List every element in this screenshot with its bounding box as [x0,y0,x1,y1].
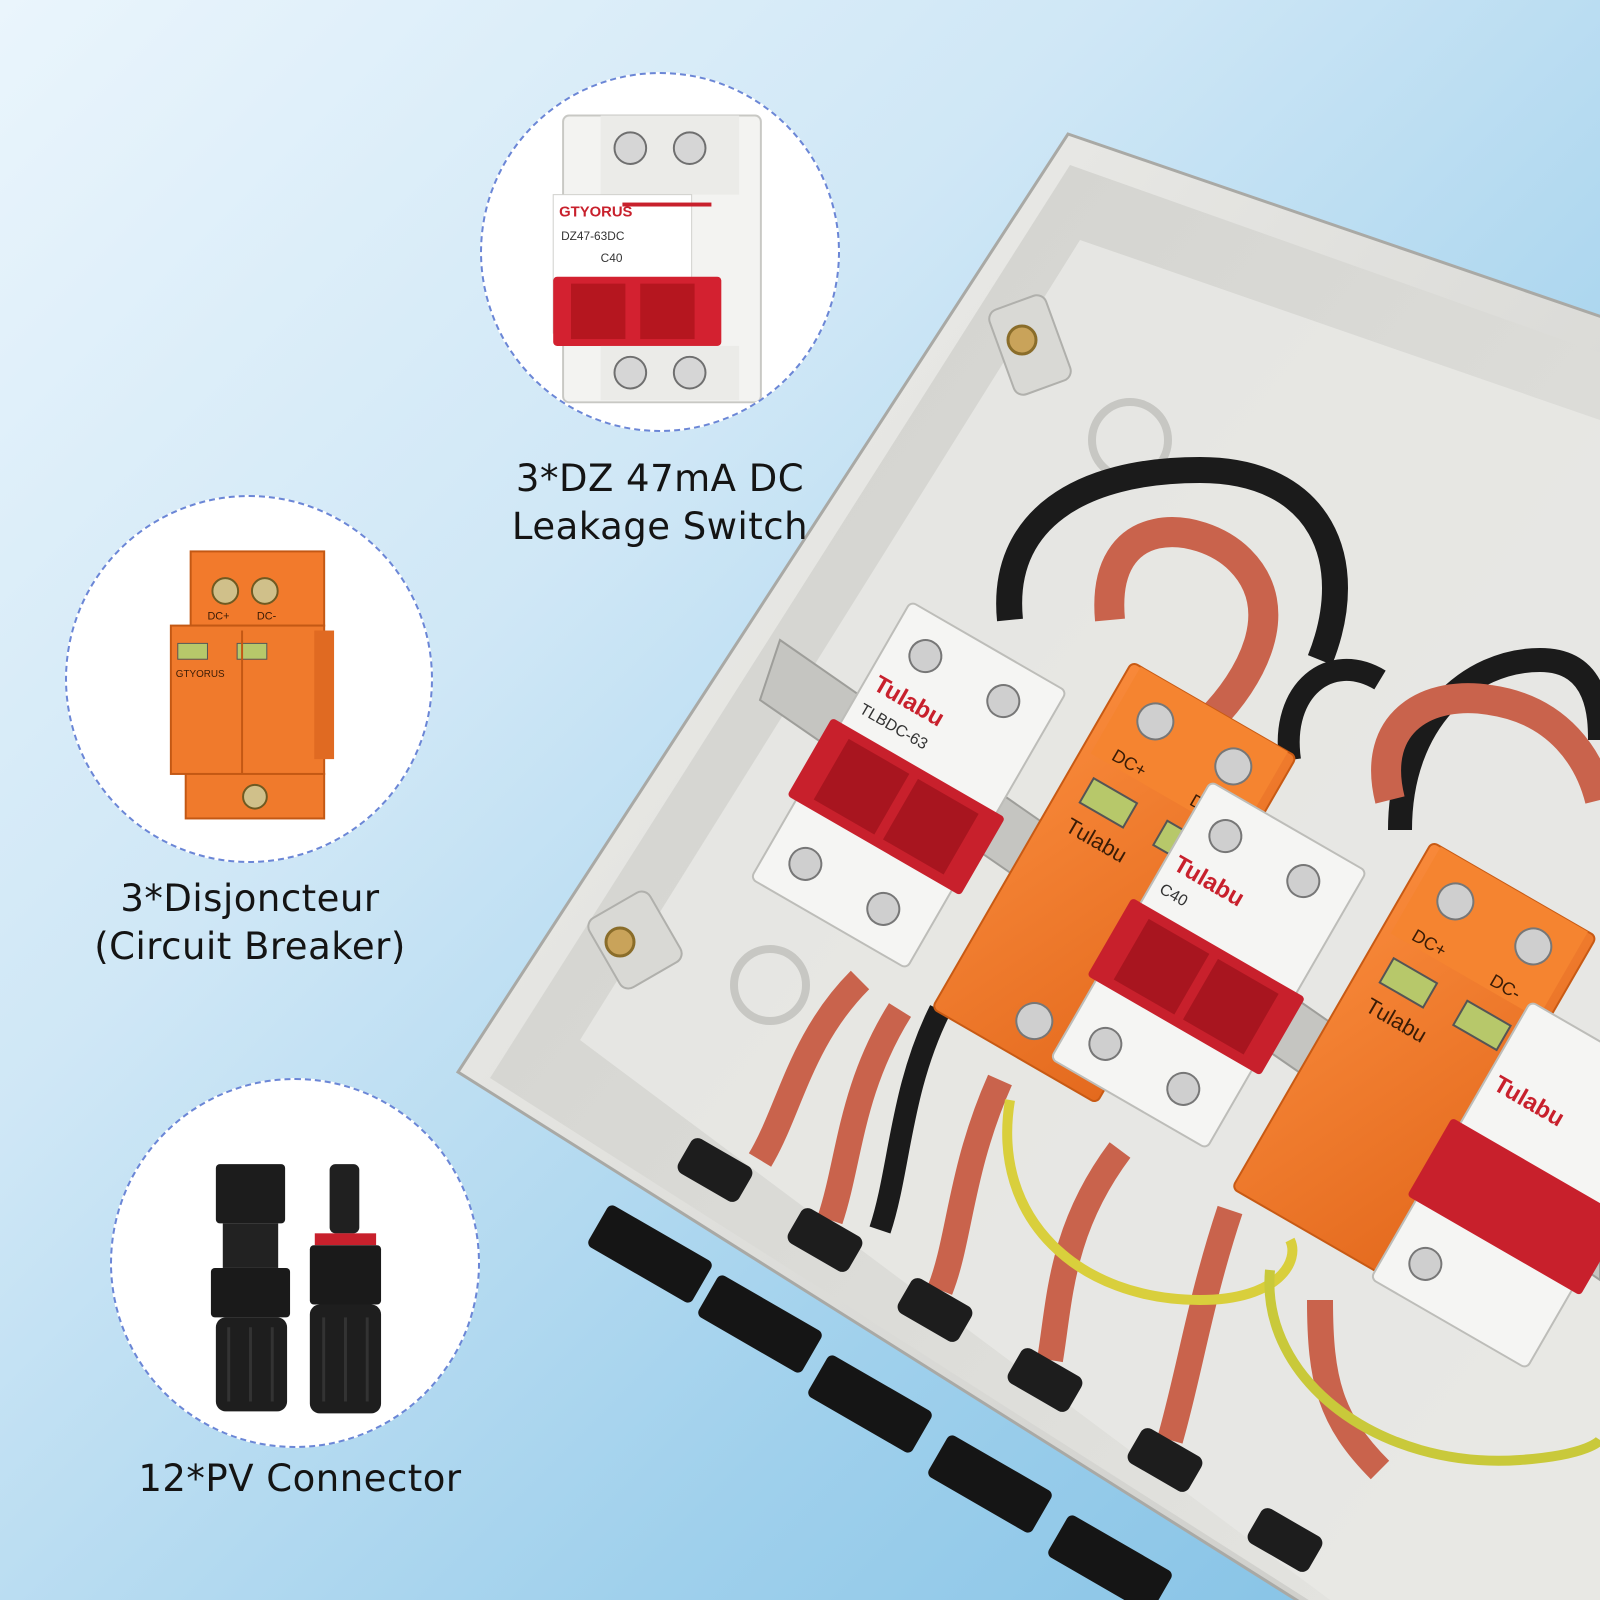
pv-connector-caption: 12*PV Connector [90,1455,510,1503]
red-cable [1157,1205,1243,1444]
breaker-brand-label: GTYORUS [176,669,225,680]
switch-brand-label: GTYORUS [559,204,632,220]
black-cable [1388,647,1600,831]
knockout-circle [730,945,810,1025]
switch-model-label: DZ47-63DC [561,229,625,243]
breaker-module-1: Tulabu TLBDC-63 [751,602,1066,968]
black-cable [996,456,1348,665]
mounting-post-top [988,294,1072,396]
ground-cable [1264,1269,1600,1466]
leakage-switch-caption-line-1: 3*DZ 47mA DC [515,457,805,500]
pv-connector-image [210,1164,382,1414]
red-cable [927,1074,1012,1295]
leakage-switch-circle: GTYORUS DZ47-63DC C40 [480,72,840,432]
circuit-breaker-circle: DC+ DC- GTYORUS [65,495,433,863]
black-cable [1277,658,1386,762]
cable-glands [677,1138,1323,1572]
ground-cable [1002,1099,1298,1306]
spd-module-2: DC+ DC- Tulabu [1233,842,1596,1283]
red-cable [1094,517,1279,731]
circuit-breaker-caption-line-2: (Circuit Breaker) [94,925,406,968]
switch-rating-label: C40 [601,251,623,265]
leakage-switch-image: GTYORUS DZ47-63DC C40 [552,114,762,404]
circuit-breaker-caption: 3*Disjoncteur (Circuit Breaker) [40,875,460,971]
leakage-switch-caption: 3*DZ 47mA DC Leakage Switch [480,455,840,551]
breaker-terminal-label: DC- [257,611,277,623]
pv-connectors-below-box [588,1205,1172,1600]
breaker-module-3: Tulabu [1371,1002,1600,1368]
red-cable [748,970,870,1167]
pv-connector-circle [110,1078,480,1448]
breaker-module-2: Tulabu C40 [1051,782,1366,1148]
pv-connector-caption-line-1: 12*PV Connector [138,1457,462,1500]
leakage-switch-caption-line-2: Leakage Switch [511,505,809,548]
mounting-post-left [587,890,683,990]
red-cable [1371,683,1600,804]
circuit-breaker-caption-line-1: 3*Disjoncteur [120,877,380,920]
breaker-terminal-label: DC+ [207,611,229,623]
red-cable [1307,1299,1390,1480]
red-cable [817,1003,912,1225]
circuit-breaker-image: DC+ DC- GTYORUS [169,550,335,820]
black-cable [869,1005,950,1234]
